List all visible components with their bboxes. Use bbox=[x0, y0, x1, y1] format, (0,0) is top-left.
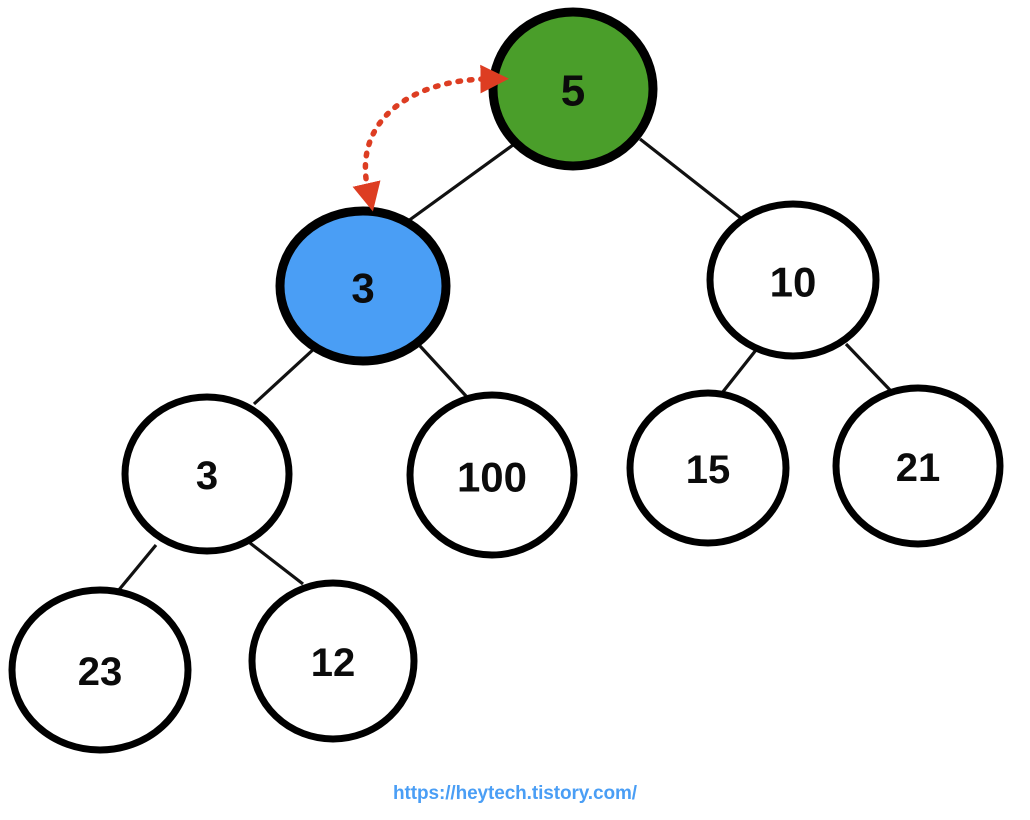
tree-edge-n-10-n-21 bbox=[844, 342, 892, 392]
tree-node-n-100[interactable]: 100 bbox=[406, 391, 578, 559]
tree-node-n-12[interactable]: 12 bbox=[248, 579, 418, 743]
tree-edge-n-10-n-15 bbox=[720, 349, 758, 394]
tree-node-root[interactable]: 5 bbox=[488, 7, 658, 171]
tree-node-n-23[interactable]: 23 bbox=[8, 586, 192, 754]
node-label-n-3a: 3 bbox=[351, 265, 374, 312]
node-shape-n-23 bbox=[8, 586, 192, 754]
node-label-n-10: 10 bbox=[770, 259, 817, 306]
node-label-n-21: 21 bbox=[896, 446, 941, 490]
tree-node-n-3a[interactable]: 3 bbox=[275, 206, 451, 366]
tree-nodes: 5 3 10 3 100 15 21 23 12 bbox=[8, 7, 1004, 754]
node-shape-n-15 bbox=[626, 389, 790, 547]
tree-node-n-3b[interactable]: 3 bbox=[121, 393, 293, 555]
node-label-n-15: 15 bbox=[686, 448, 731, 492]
node-label-n-23: 23 bbox=[78, 650, 123, 694]
source-url-watermark: https://heytech.tistory.com/ bbox=[393, 783, 637, 804]
tree-node-n-15[interactable]: 15 bbox=[626, 389, 790, 547]
node-label-n-12: 12 bbox=[311, 641, 356, 685]
tree-edge-n-3a-n-3b bbox=[252, 345, 318, 406]
node-label-n-3b: 3 bbox=[196, 454, 218, 498]
swap-annotation bbox=[352, 64, 509, 212]
tree-edge-n-3b-n-12 bbox=[249, 541, 304, 586]
node-shape-n-10 bbox=[706, 200, 880, 360]
node-shape-n-21 bbox=[832, 384, 1004, 548]
node-label-root: 5 bbox=[561, 67, 585, 116]
node-shape-n-3b bbox=[121, 393, 293, 555]
swap-arrow-path bbox=[352, 64, 509, 212]
tree-node-n-10[interactable]: 10 bbox=[706, 200, 880, 360]
node-shape-n-12 bbox=[248, 579, 418, 743]
node-label-n-100: 100 bbox=[457, 454, 527, 501]
tree-node-n-21[interactable]: 21 bbox=[832, 384, 1004, 548]
tree-edge-n-3a-n-100 bbox=[418, 344, 468, 398]
tree-edge-root-n-3a bbox=[403, 143, 514, 226]
tree-edge-root-n-10 bbox=[639, 137, 743, 221]
tree-edge-n-3b-n-23 bbox=[116, 543, 158, 593]
node-shape-n-100 bbox=[406, 391, 578, 559]
